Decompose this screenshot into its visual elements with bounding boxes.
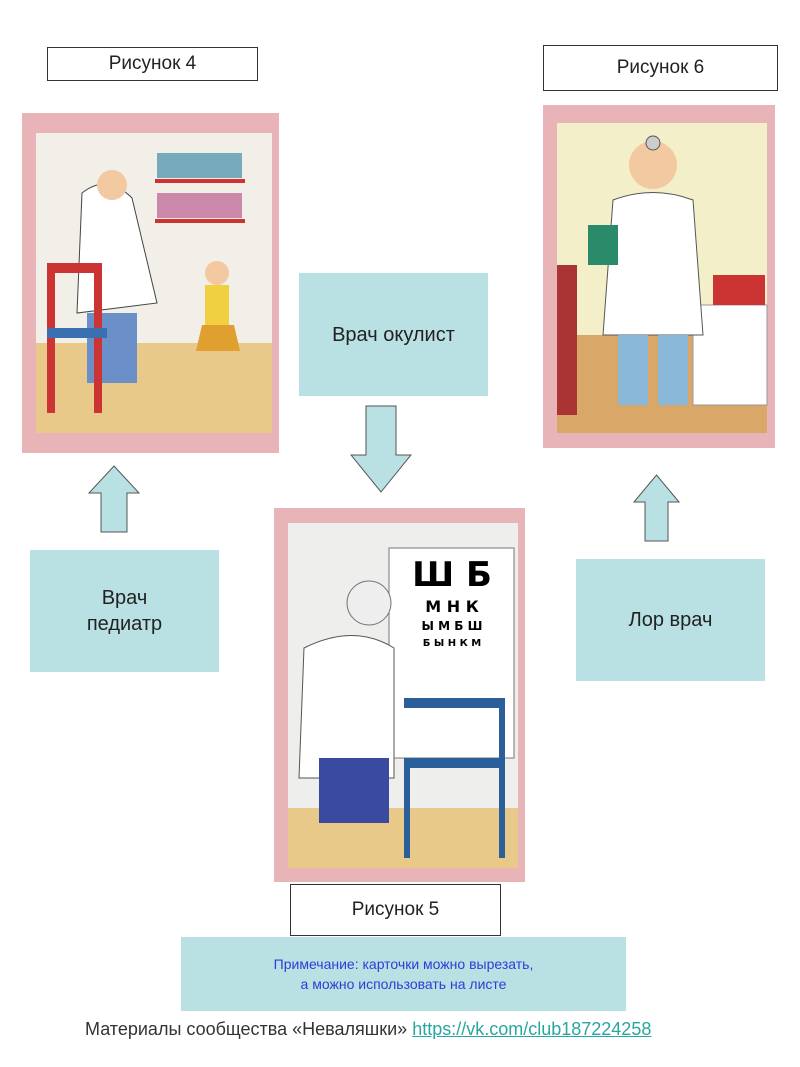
eye-chart-row: Ш Б	[412, 555, 492, 595]
pediatrician-illustration	[22, 113, 279, 453]
arrow-down-icon	[349, 405, 413, 493]
arrow-up-icon	[87, 465, 141, 533]
eye-chart-row: М Н К	[425, 597, 479, 616]
oculist-box: Врач окулист	[299, 273, 488, 396]
ent-doctor-illustration	[543, 105, 775, 448]
eye-chart-row: Б Ы Н К М	[423, 638, 481, 649]
ent-box: Лор врач	[576, 559, 765, 681]
oculist-illustration: Ш Б М Н К Ы М Б Ш Б Ы Н К М	[274, 508, 525, 882]
figure-6-label: Рисунок 6	[543, 45, 778, 91]
pediatrician-line2: педиатр	[86, 613, 163, 635]
pediatrician-box: Врач педиатр	[30, 550, 219, 672]
arrow-up-icon	[632, 474, 681, 542]
community-link[interactable]: https://vk.com/club187224258	[412, 1019, 652, 1039]
note-line1: Примечание: карточки можно вырезать,	[273, 956, 534, 972]
pediatrician-line1: Врач	[101, 587, 148, 609]
eye-chart-row: Ы М Б Ш	[422, 619, 483, 633]
note-line2: а можно использовать на листе	[300, 976, 507, 992]
note-box: Примечание: карточки можно вырезать, а м…	[181, 937, 626, 1011]
figure-5-label: Рисунок 5	[290, 884, 501, 936]
footer: Материалы сообщества «Неваляшки» https:/…	[85, 1019, 745, 1040]
figure-4-label: Рисунок 4	[47, 47, 258, 81]
footer-text: Материалы сообщества «Неваляшки»	[85, 1019, 413, 1039]
